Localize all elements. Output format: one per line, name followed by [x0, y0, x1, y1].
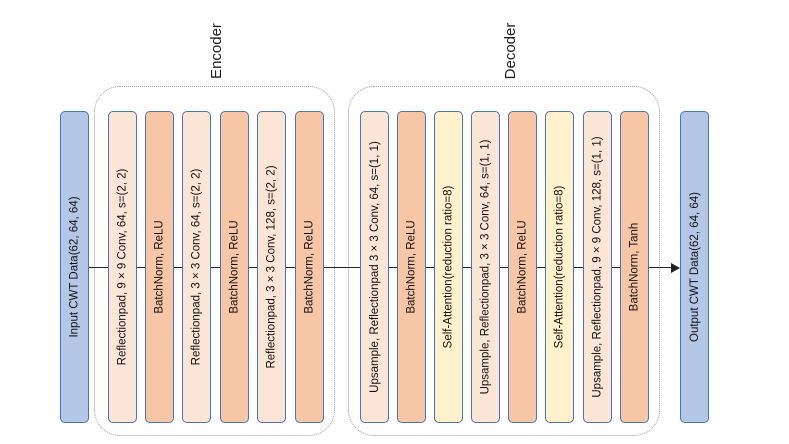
encoder-block-conv-3: Reflectionpad, 3 × 3 Conv, 128, s=(2, 2): [257, 111, 286, 423]
encoder-block-label: BatchNorm, ReLU: [303, 220, 316, 314]
decoder-block-batchnorm-2: BatchNorm, ReLU: [508, 111, 537, 423]
decoder-block-label: Upsample, Reflectionpad, 3 × 3 Conv, 64,…: [479, 139, 492, 395]
encoder-block-label: Reflectionpad, 9 × 9 Conv, 64, s=(2, 2): [116, 168, 129, 366]
decoder-block-upsample-3: Upsample, Reflectionpad, 9 × 9 Conv, 128…: [583, 111, 612, 423]
data-flow-arrowhead: [671, 263, 680, 273]
input-block: Input CWT Data(62, 64, 64): [60, 111, 89, 423]
encoder-block-batchnorm-1: BatchNorm, ReLU: [145, 111, 174, 423]
decoder-block-label: Upsample, Reflectionpad, 9 × 9 Conv, 128…: [591, 136, 604, 398]
decoder-block-upsample-1: Upsample, Reflectionpad 3 × 3 Conv, 64, …: [360, 111, 389, 423]
decoder-title: Decoder: [502, 22, 519, 80]
output-block-label: Output CWT Data(62, 64, 64): [688, 192, 701, 342]
decoder-block-label: Upsample, Reflectionpad 3 × 3 Conv, 64, …: [368, 141, 381, 393]
encoder-block-conv-2: Reflectionpad, 3 × 3 Conv, 64, s=(2, 2): [182, 111, 211, 423]
encoder-group: [94, 86, 335, 436]
encoder-block-conv-1: Reflectionpad, 9 × 9 Conv, 64, s=(2, 2): [108, 111, 137, 423]
encoder-block-label: Reflectionpad, 3 × 3 Conv, 64, s=(2, 2): [190, 168, 203, 366]
decoder-block-batchnorm-1: BatchNorm, ReLU: [397, 111, 426, 423]
decoder-block-label: BatchNorm, ReLU: [516, 220, 529, 314]
decoder-block-label: BatchNorm, ReLU: [405, 220, 418, 314]
decoder-block-self-attention-2: Self-Attention(reduction ratio=8): [545, 111, 574, 423]
decoder-block-batchnorm-3: BatchNorm, Tanh: [620, 111, 649, 423]
decoder-group: [348, 86, 660, 436]
input-block-label: Input CWT Data(62, 64, 64): [68, 196, 81, 338]
decoder-block-upsample-2: Upsample, Reflectionpad, 3 × 3 Conv, 64,…: [471, 111, 500, 423]
decoder-block-label: Self-Attention(reduction ratio=8): [442, 185, 455, 349]
encoder-block-label: BatchNorm, ReLU: [153, 220, 166, 314]
encoder-title: Encoder: [208, 23, 225, 79]
output-block: Output CWT Data(62, 64, 64): [680, 111, 709, 423]
encoder-block-label: BatchNorm, ReLU: [228, 220, 241, 314]
encoder-block-label: Reflectionpad, 3 × 3 Conv, 128, s=(2, 2): [265, 165, 278, 369]
decoder-block-label: BatchNorm, Tanh: [628, 222, 641, 312]
encoder-block-batchnorm-2: BatchNorm, ReLU: [220, 111, 249, 423]
encoder-block-batchnorm-3: BatchNorm, ReLU: [295, 111, 324, 423]
decoder-block-self-attention-1: Self-Attention(reduction ratio=8): [434, 111, 463, 423]
decoder-block-label: Self-Attention(reduction ratio=8): [553, 185, 566, 349]
